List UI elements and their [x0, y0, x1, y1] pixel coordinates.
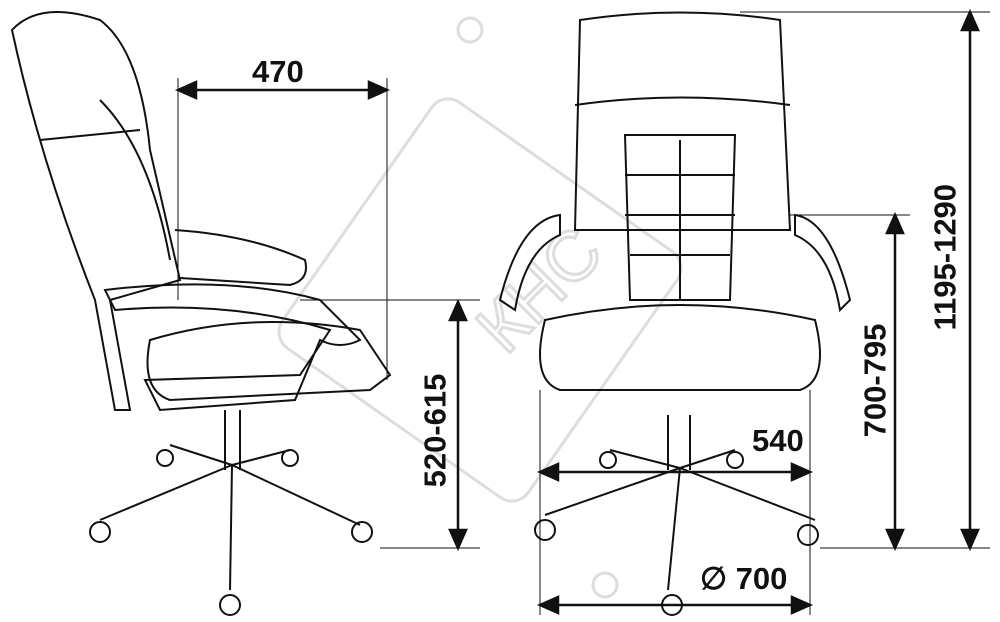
base-diameter-label: ∅ 700 — [700, 561, 788, 596]
seat-height-label: 520-615 — [417, 373, 453, 488]
side-view-chair — [10, 11, 392, 616]
dimension-arrows — [174, 8, 980, 615]
seat-depth-label: 470 — [252, 54, 304, 89]
armrest-height-label: 700-795 — [857, 323, 893, 438]
seat-width-label: 540 — [752, 423, 804, 458]
total-height-label: 1195-1290 — [927, 183, 963, 331]
extension-lines — [177, 11, 990, 615]
svg-text:КНС: КНС — [461, 212, 616, 367]
front-view-chair — [498, 11, 852, 616]
